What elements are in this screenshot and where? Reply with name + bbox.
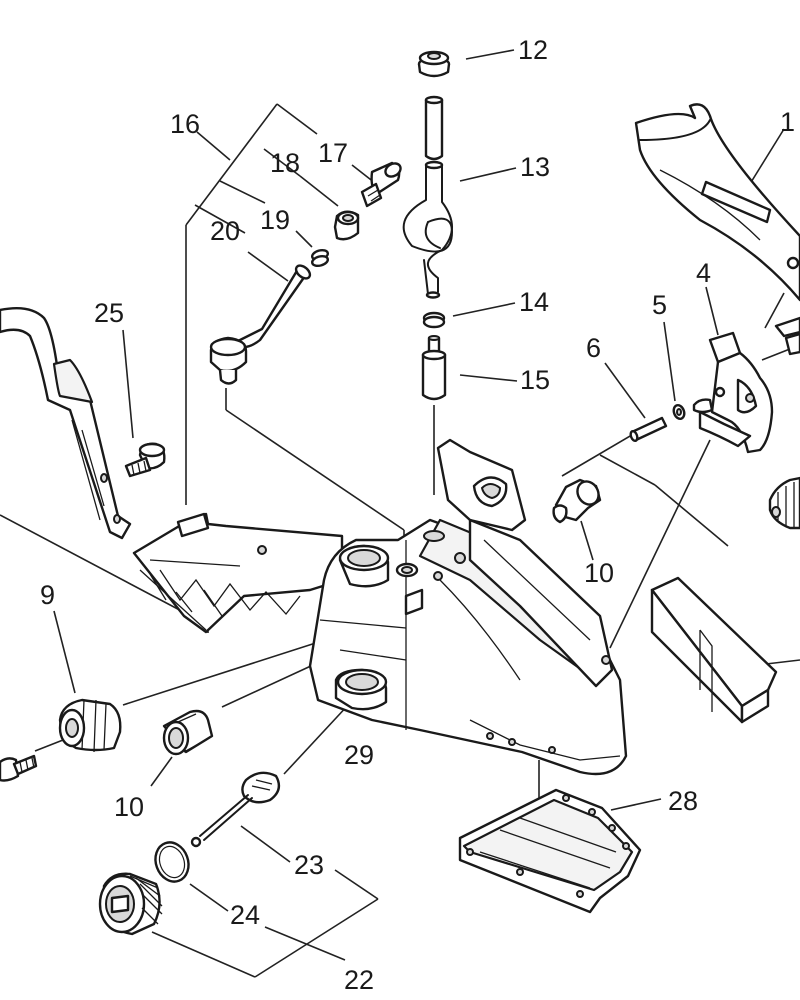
callout-12: 12	[518, 35, 548, 65]
callout-labels: 1 4 5 6 9 10 10 12 13 14 15 16 17 18 19 …	[40, 35, 795, 995]
part-23-fuel-strainer	[190, 771, 281, 848]
part-4-throttle-lever	[692, 316, 800, 454]
rear-handle	[0, 307, 132, 540]
callout-9: 9	[40, 580, 55, 610]
callout-23: 23	[294, 850, 324, 880]
callout-19: 19	[260, 205, 290, 235]
part-24-o-ring	[154, 841, 190, 883]
callout-14: 14	[519, 287, 549, 317]
callout-15: 15	[520, 365, 550, 395]
callout-18: 18	[270, 148, 300, 178]
callout-25: 25	[94, 298, 124, 328]
callout-17: 17	[318, 138, 348, 168]
part-22-fuel-cap	[98, 872, 163, 936]
screw-left	[0, 754, 38, 782]
part-28-lower-cover	[458, 788, 642, 914]
part-13-fuel-hose	[402, 95, 453, 299]
callout-16: 16	[170, 109, 200, 139]
callout-6: 6	[586, 333, 601, 363]
main-fuel-tank-body	[132, 438, 628, 776]
callout-13: 13	[520, 152, 550, 182]
part-19-ring	[310, 248, 330, 268]
part-12-cap	[417, 50, 451, 78]
callout-5: 5	[652, 290, 667, 320]
callout-29: 29	[344, 740, 374, 770]
part-6-pin	[629, 416, 668, 443]
part-25-screw	[124, 442, 166, 478]
callout-4: 4	[696, 258, 711, 288]
part-5-spring	[672, 404, 686, 420]
part-20-breather-hose	[209, 264, 312, 385]
callout-10-left: 10	[114, 792, 144, 822]
callout-10-right: 10	[584, 558, 614, 588]
leader-lines	[0, 49, 800, 978]
part-15-fuel-filter	[421, 335, 447, 401]
part-14-o-ring	[422, 311, 446, 329]
part-1-handle-cover	[634, 103, 800, 302]
part-9-grommet	[58, 698, 122, 753]
callout-20: 20	[210, 216, 240, 246]
part-10-bushing-left	[162, 709, 214, 756]
callout-22: 22	[344, 965, 374, 995]
damper-edge-right	[768, 476, 800, 530]
callout-1: 1	[780, 107, 795, 137]
part-10-damper-right	[552, 478, 602, 524]
callout-28: 28	[668, 786, 698, 816]
part-18-sleeve	[333, 210, 360, 241]
part-17-connector	[360, 161, 402, 208]
callout-24: 24	[230, 900, 260, 930]
foam-pad-right	[650, 576, 778, 724]
